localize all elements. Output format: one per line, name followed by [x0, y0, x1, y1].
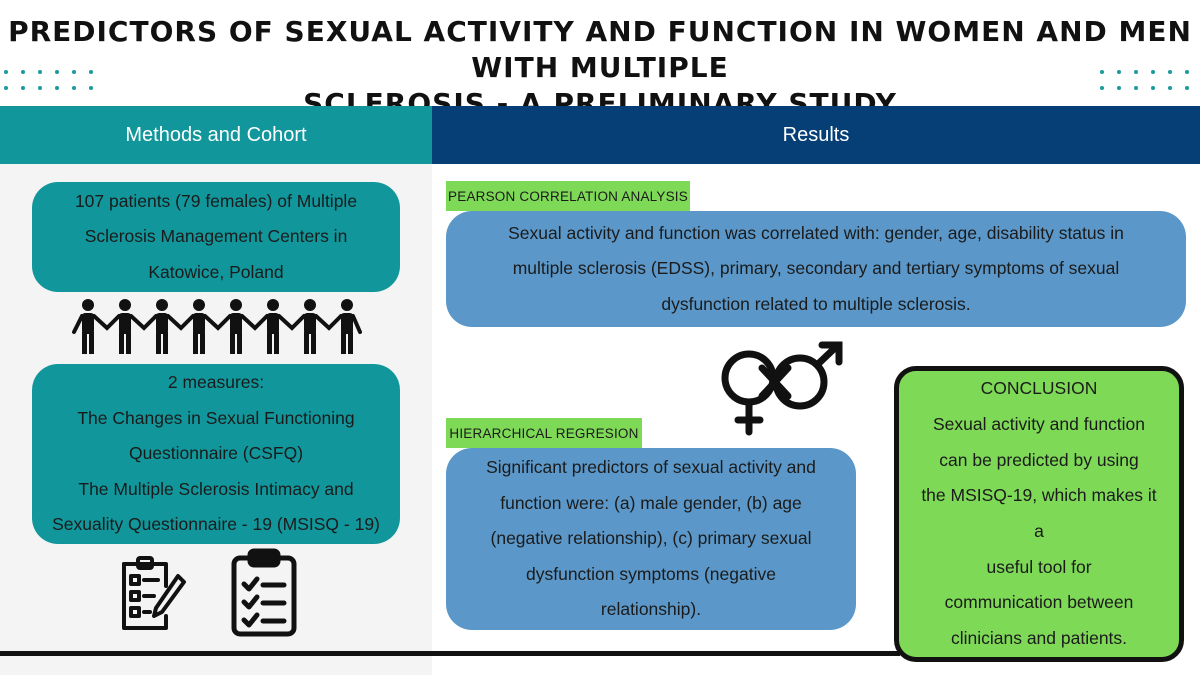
conclusion-box: CONCLUSION Sexual activity and function … [894, 366, 1184, 662]
conclusion-line-2: can be predicted by using [939, 449, 1139, 470]
poster-title: PREDICTORS OF SEXUAL ACTIVITY AND FUNCTI… [0, 14, 1200, 122]
pearson-line-2: multiple sclerosis (EDSS), primary, seco… [512, 258, 1120, 279]
measures-line-4: The Multiple Sclerosis Intimacy and [78, 478, 354, 499]
pearson-line-3: dysfunction related to multiple sclerosi… [661, 293, 971, 314]
cohort-line-3: Katowice, Poland [148, 261, 284, 282]
bottom-divider [0, 651, 900, 656]
conclusion-line-4: a [1034, 521, 1044, 541]
methods-header: Methods and Cohort [0, 106, 432, 164]
conclusion-line-6: communication between [944, 592, 1134, 613]
conclusion-line-7: clinicians and patients. [950, 628, 1128, 649]
measures-line-1: 2 measures: [167, 372, 265, 393]
cohort-line-2: Sclerosis Management Centers in [84, 226, 348, 247]
conclusion-line-5: useful tool for [986, 556, 1092, 577]
measures-line-2: The Changes in Sexual Functioning [77, 407, 355, 428]
clipboard-checklist-icon [231, 548, 297, 637]
regression-line-4: dysfunction symptoms (negative [526, 563, 776, 584]
decorative-dots-right [1100, 70, 1191, 90]
conclusion-line-3: the MSISQ-19, which makes it [921, 485, 1157, 506]
regression-label: HIERARCHICAL REGRESION [446, 418, 642, 448]
pearson-label: PEARSON CORRELATION ANALYSIS [446, 181, 690, 211]
measures-line-3: Questionnaire (CSFQ) [128, 443, 304, 464]
regression-box: Significant predictors of sexual activit… [446, 448, 856, 630]
pearson-line-1: Sexual activity and function was correla… [508, 222, 1124, 243]
measures-box: 2 measures: The Changes in Sexual Functi… [32, 364, 400, 544]
conclusion-heading: CONCLUSION [980, 378, 1098, 399]
results-header: Results [432, 106, 1200, 164]
measures-line-5: Sexuality Questionnaire - 19 (MSISQ - 19… [52, 514, 380, 535]
pearson-box: Sexual activity and function was correla… [446, 211, 1186, 327]
gender-symbols-icon [721, 341, 843, 436]
questionnaire-pen-icon [122, 556, 186, 630]
regression-line-3: (negative relationship), (c) primary sex… [490, 528, 812, 549]
regression-line-5: relationship). [600, 599, 702, 620]
conclusion-line-1: Sexual activity and function [932, 413, 1146, 434]
cohort-line-1: 107 patients (79 females) of Multiple [74, 190, 358, 211]
title-line-1: PREDICTORS OF SEXUAL ACTIVITY AND FUNCTI… [8, 15, 1192, 84]
regression-line-2: function were: (a) male gender, (b) age [500, 492, 802, 513]
decorative-dots-left [4, 70, 95, 90]
cohort-box: 107 patients (79 females) of Multiple Sc… [32, 182, 400, 292]
regression-line-1: Significant predictors of sexual activit… [486, 457, 816, 478]
people-chain-icon [72, 299, 362, 354]
